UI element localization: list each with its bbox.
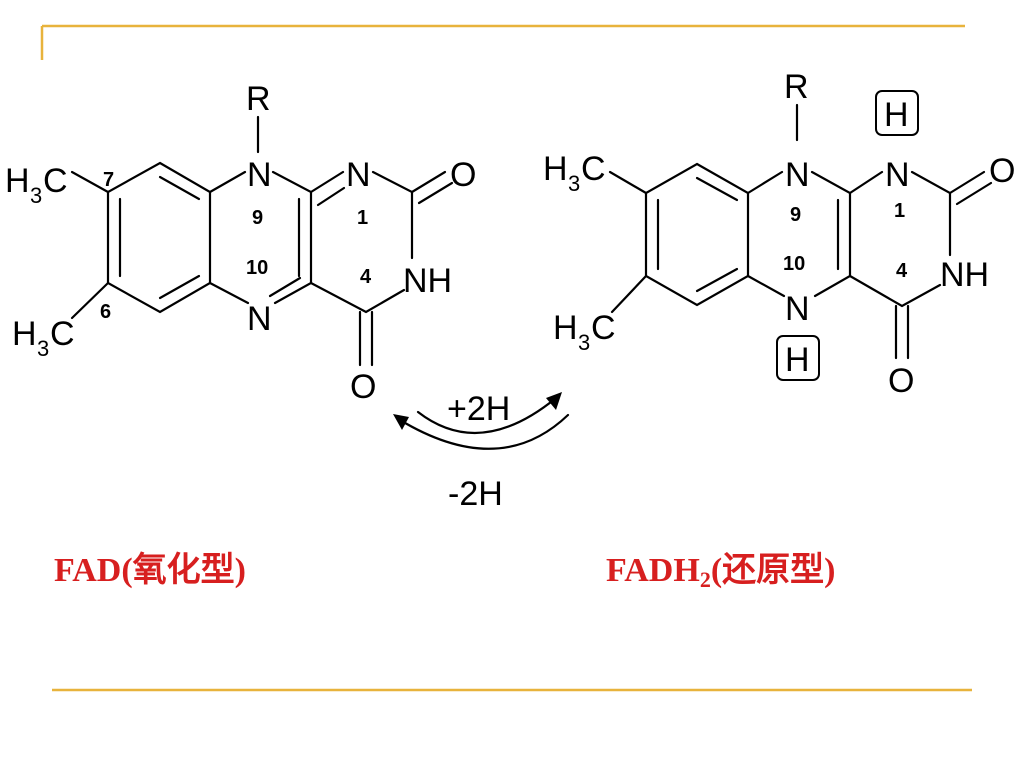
- fad-methyl6-bond: [70, 281, 110, 320]
- fadh2-atom-n1: N: [885, 156, 910, 194]
- fad-central-ring: [208, 170, 313, 305]
- fadh2-atom-n10: N: [785, 290, 810, 328]
- fadh2-atom-o4: O: [888, 362, 914, 400]
- fad-methyl7-h: H: [5, 162, 30, 200]
- forward-label: +2H: [447, 390, 510, 428]
- fad-atom-o2: O: [450, 156, 476, 194]
- fad-num-7: 7: [103, 169, 114, 191]
- fadh2-methyl6-bond: [610, 274, 648, 314]
- forward-arrowhead: [546, 392, 562, 410]
- fadh2-methyl7-bond: [608, 170, 648, 195]
- fad-benzene-double-2: [158, 274, 201, 300]
- fadh2-central-ring: [746, 170, 852, 298]
- fad-central-double-2: [268, 276, 302, 298]
- fad-pyrimidine-double: [316, 186, 346, 207]
- fadh2-methyl6-c: C: [591, 309, 616, 347]
- frame-lines: [40, 24, 972, 692]
- fad-methyl6-h: H: [12, 315, 37, 353]
- fad-atom-nh: NH: [403, 262, 452, 300]
- reverse-arrowhead: [393, 414, 409, 430]
- fadh2-methyl7-sub: 3: [568, 171, 580, 196]
- reaction-arrows: +2H -2H: [393, 390, 570, 513]
- fad-num-1: 1: [357, 207, 368, 229]
- fadh2-atom-nh: NH: [940, 256, 989, 294]
- fadh2-methyl7-h: H: [543, 150, 568, 188]
- fadh2-atom-r: R: [784, 68, 809, 106]
- fadh2-methyl6-sub: 3: [578, 330, 590, 355]
- fad-atom-n1: N: [346, 156, 371, 194]
- fadh2-num-9: 9: [790, 204, 801, 226]
- fadh2-caption-rest: (还原型): [710, 552, 836, 589]
- fad-caption: FAD(氧化型): [54, 552, 246, 589]
- reverse-label: -2H: [448, 475, 503, 513]
- fad-num-6: 6: [100, 301, 111, 323]
- fadh2-caption: FADH2(还原型): [606, 542, 835, 593]
- fad-co2-bond-a: [410, 170, 447, 194]
- fad-benzene-double-1: [158, 175, 201, 201]
- fadh2-benzene-ring: [644, 162, 750, 307]
- fadh2-num-4: 4: [896, 260, 908, 282]
- fad-atom-o4: O: [350, 368, 376, 406]
- fadh2-num-1: 1: [894, 200, 905, 222]
- fad-benzene-ring: [106, 161, 212, 314]
- fad-num-9: 9: [252, 207, 263, 229]
- fadh2-num-10: 10: [783, 253, 805, 275]
- fadh2-co2-bond-a: [948, 170, 986, 195]
- fadh2-atom-n9: N: [785, 156, 810, 194]
- fad-methyl7-c: C: [43, 162, 68, 200]
- fad-methyl7-sub: 3: [30, 183, 42, 208]
- fadh2-h-top-box: [875, 90, 919, 136]
- fad-methyl6-sub: 3: [37, 336, 49, 361]
- fadh2-atom-h-bottom: H: [785, 341, 810, 379]
- fad-num-4: 4: [360, 266, 372, 288]
- fadh2-co2-bond-b: [955, 181, 993, 206]
- fad-methyl6-c: C: [50, 315, 75, 353]
- fad-atom-n9: N: [247, 156, 272, 194]
- fadh2-atom-o2: O: [989, 152, 1015, 190]
- fadh2-caption-main: FADH: [606, 552, 700, 589]
- fadh2-benzene-double-2: [695, 267, 739, 293]
- fadh2-methyl6-h: H: [553, 309, 578, 347]
- fadh2-caption-sub: 2: [699, 567, 711, 592]
- fad-num-10: 10: [246, 257, 268, 279]
- fad-co2-bond-b: [417, 181, 454, 205]
- forward-arrow: [416, 396, 558, 434]
- fad-atom-r: R: [246, 80, 271, 118]
- fadh2-structure: R H H N N N NH O O H 3 C H 3 C 9 1 10 4: [543, 68, 1015, 400]
- fadh2-atom-h-top: H: [884, 96, 909, 134]
- reverse-arrow: [398, 413, 570, 450]
- fad-structure: R N N N NH O O H 3 C H 3 C 7 6 9 1 10 4: [5, 80, 476, 406]
- fadh2-methyl7-c: C: [581, 150, 606, 188]
- fad-methyl7-bond: [70, 170, 110, 194]
- fadh2-benzene-double-1: [695, 176, 739, 202]
- fadh2-h-bottom-box: [776, 335, 820, 381]
- fad-atom-n10: N: [247, 300, 272, 338]
